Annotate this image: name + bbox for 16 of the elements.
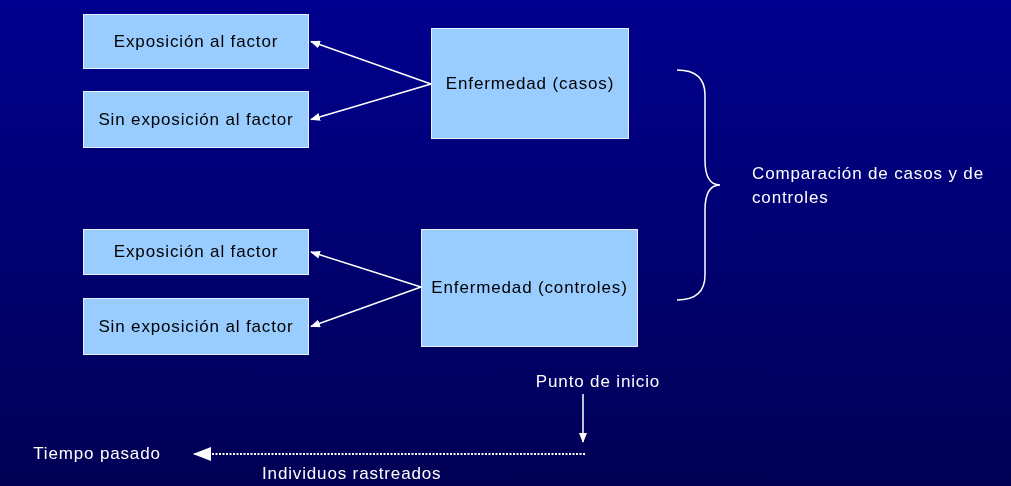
text-label: Tiempo pasado bbox=[4, 442, 190, 466]
text-label: Punto de inicio bbox=[510, 370, 686, 394]
process-box: Exposición al factor bbox=[83, 229, 309, 275]
process-box: Sin exposición al factor bbox=[83, 91, 309, 148]
arrow bbox=[310, 250, 422, 288]
arrow bbox=[310, 286, 422, 328]
text-label: Individuos rastreados bbox=[262, 463, 442, 485]
process-box: Enfermedad (casos) bbox=[431, 28, 629, 139]
arrow bbox=[193, 447, 586, 461]
arrow bbox=[310, 40, 432, 85]
arrow bbox=[579, 393, 587, 443]
arrow bbox=[310, 83, 432, 121]
process-box: Sin exposición al factor bbox=[83, 298, 309, 355]
process-box: Exposición al factor bbox=[83, 14, 309, 69]
text-label: Comparación de casos y de controles bbox=[752, 163, 985, 209]
process-box: Enfermedad (controles) bbox=[421, 229, 638, 347]
